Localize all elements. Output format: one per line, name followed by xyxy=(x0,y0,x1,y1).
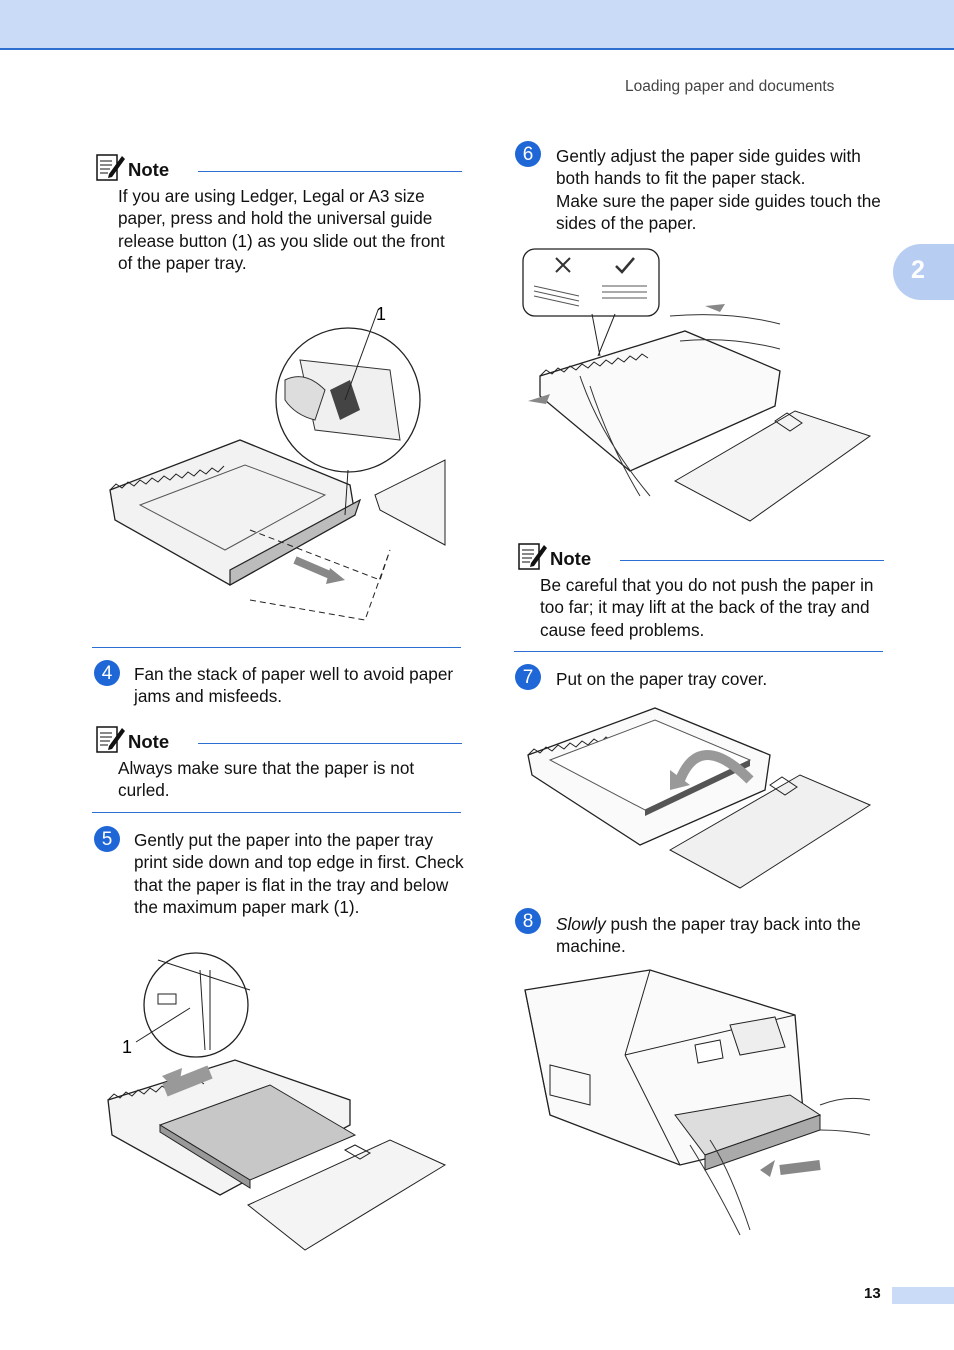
chapter-tab[interactable]: 2 xyxy=(893,244,954,300)
note-pencil-icon xyxy=(96,726,125,753)
step-number-badge: 4 xyxy=(94,660,120,686)
note-pencil-icon xyxy=(518,543,547,570)
note-text: Always make sure that the paper is not c… xyxy=(118,758,415,801)
note-text: If you are using Ledger, Legal or A3 siz… xyxy=(118,186,445,273)
note-header: Note xyxy=(96,152,462,184)
note-rule xyxy=(198,171,462,172)
step-text: Gently adjust the paper side guides with… xyxy=(556,146,861,189)
note-pencil-icon xyxy=(96,154,125,181)
callout-number: 1 xyxy=(376,304,386,324)
note-rule xyxy=(620,560,884,561)
step-text: Make sure the paper side guides touch th… xyxy=(556,191,881,234)
paper-into-tray-illustration: 1 xyxy=(100,950,450,1260)
running-title: Loading paper and documents xyxy=(625,78,835,95)
page-number: 13 xyxy=(864,1285,881,1302)
step-number-badge: 7 xyxy=(515,664,541,690)
section-rule xyxy=(92,647,461,648)
machine-tray-insert-illustration xyxy=(520,965,875,1240)
step-number-badge: 6 xyxy=(515,141,541,167)
step-text: Gently put the paper into the paper tray… xyxy=(134,830,464,917)
section-rule xyxy=(92,812,461,813)
note-rule xyxy=(198,743,462,744)
note-title: Note xyxy=(550,548,592,569)
step-number-badge: 8 xyxy=(515,908,541,934)
step-number-badge: 5 xyxy=(94,826,120,852)
step-text-rest: push the paper tray back into the machin… xyxy=(556,914,861,957)
note-header: Note xyxy=(96,724,462,756)
note-text: Be careful that you do not push the pape… xyxy=(540,575,874,640)
tray-guide-release-illustration: 1 xyxy=(100,300,450,630)
step-emphasis: Slowly xyxy=(556,914,606,934)
side-guides-illustration xyxy=(520,246,880,526)
note-header: Note xyxy=(518,541,884,573)
note-title: Note xyxy=(128,159,170,180)
step-text: Put on the paper tray cover. xyxy=(556,669,768,689)
header-band xyxy=(0,0,954,50)
step-text: Slowly push the paper tray back into the… xyxy=(556,913,886,958)
tray-cover-illustration xyxy=(520,700,875,895)
note-title: Note xyxy=(128,731,170,752)
step-text: Fan the stack of paper well to avoid pap… xyxy=(134,664,454,707)
section-rule xyxy=(514,651,883,652)
footer-bar xyxy=(892,1287,954,1304)
callout-number: 1 xyxy=(122,1037,132,1057)
chapter-number: 2 xyxy=(911,256,925,284)
